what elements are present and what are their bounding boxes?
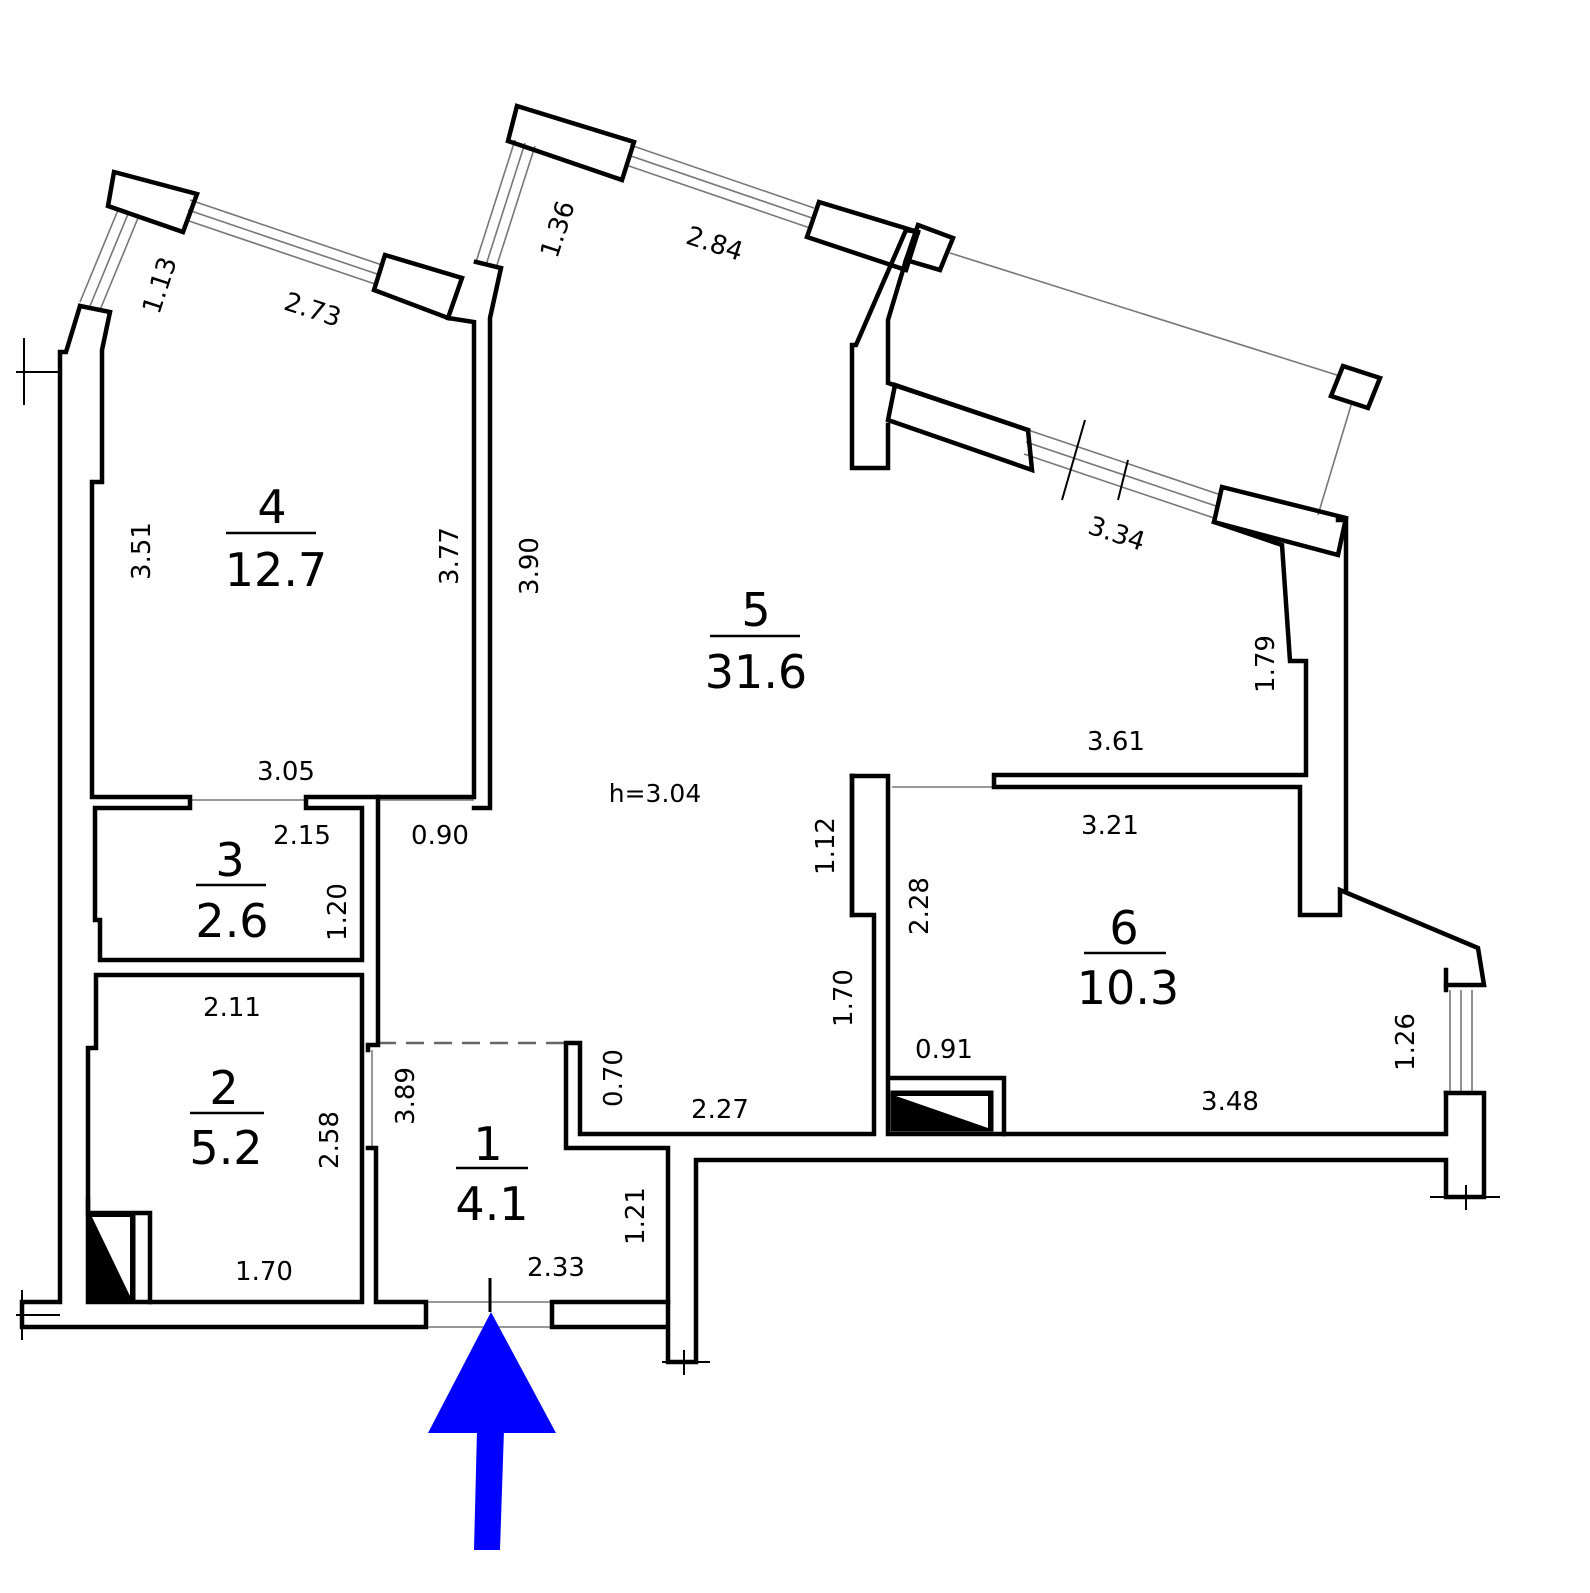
dim-room-6-shaft: 0.91 (915, 1035, 973, 1065)
dim-room-3-right: 1.20 (323, 883, 353, 941)
dim-room-1-bottom: 2.33 (527, 1253, 585, 1283)
pier-room-5-right (885, 382, 1035, 474)
wall-outer-right-upper (1335, 517, 1349, 893)
dim-room-6-top: 3.21 (1081, 811, 1139, 841)
room-6-number: 6 (1109, 901, 1138, 955)
room-4-label: 4 12.7 (225, 480, 327, 597)
dim-room-2-bottom: 1.70 (235, 1257, 293, 1287)
room-5-label: 5 31.6 (705, 583, 807, 699)
dim-room-4-bottom: 3.05 (257, 757, 315, 787)
room-3-area: 2.6 (195, 894, 268, 948)
ventilation-shaft-room-2-highlight (92, 1217, 130, 1296)
dim-room-5-lower: 1.70 (829, 969, 859, 1027)
room-1-number: 1 (473, 1117, 502, 1171)
room-6-label: 6 10.3 (1077, 901, 1179, 1015)
pier-room-4-right (371, 252, 465, 321)
dimensions: 1.13 2.73 1.36 2.84 3.51 3.77 3.90 3.34 … (127, 197, 1421, 1287)
dim-room-3-top: 2.15 (273, 821, 331, 851)
dim-room-4-left: 3.51 (127, 522, 157, 580)
ventilation-shaft-room-6-highlight (896, 1096, 988, 1128)
pier-room-4-left (105, 169, 200, 235)
window-room-4-top (185, 199, 383, 286)
dim-room-5-right: 1.79 (1251, 635, 1281, 693)
dim-room-4-window-top: 2.73 (280, 287, 344, 333)
ceiling-height-label: h=3.04 (609, 779, 701, 808)
wall-room-5-6-right (991, 519, 1487, 988)
walls (16, 103, 1500, 1375)
pier-room-5-mid (804, 199, 921, 273)
dim-room-5-window-left: 1.36 (535, 197, 581, 261)
room-1-area: 4.1 (455, 1177, 528, 1231)
room-3-label: 3 2.6 (195, 833, 268, 948)
wall-room-4-3-outline (77, 303, 381, 1053)
dim-hall-step: 0.70 (599, 1049, 629, 1107)
wall-room-5-niche (885, 257, 1031, 433)
dim-room-5-bottom-right: 3.61 (1087, 727, 1145, 757)
room-5-area: 31.6 (705, 645, 807, 699)
pier-balcony (903, 222, 956, 273)
room-6-area: 10.3 (1077, 961, 1179, 1015)
wall-room-6-left (849, 773, 1007, 1137)
room-5-number: 5 (741, 583, 770, 637)
window-room-4-left (79, 209, 139, 311)
room-2-label: 2 5.2 (189, 1061, 264, 1175)
dim-room-5-window-right: 3.34 (1084, 511, 1148, 557)
room-1-label: 1 4.1 (455, 1117, 528, 1231)
room-4-number: 4 (257, 480, 286, 534)
dim-room-5-pillar: 1.12 (811, 817, 841, 875)
room-2-number: 2 (209, 1061, 238, 1115)
dim-room-5-left: 3.90 (515, 537, 545, 595)
window-room-5-left (475, 139, 536, 269)
wall-room-4-right (375, 315, 477, 800)
window-room-5-right (1023, 419, 1219, 519)
windows (79, 139, 1473, 1328)
balcony-line-top (949, 252, 1341, 377)
dim-room-5-window-top: 2.84 (682, 221, 746, 267)
wall-room-5-bottom (563, 773, 877, 1305)
wall-room-6-bottom (1001, 1090, 1449, 1137)
dim-room-1-right: 1.21 (621, 1187, 651, 1245)
dim-room-6-window: 1.26 (1391, 1013, 1421, 1071)
window-room-6-right (1449, 990, 1473, 1093)
wall-room-5-left (471, 259, 504, 811)
window-room-5-top (625, 144, 815, 229)
dim-room-4-right: 3.77 (435, 527, 465, 585)
wall-room-2 (85, 972, 365, 1305)
balcony-line-side (1317, 401, 1353, 516)
dim-room-1-left: 3.89 (391, 1067, 421, 1125)
pier-room-5-left (505, 103, 637, 183)
wall-room-5-pillar (849, 227, 921, 471)
dim-room-4-window-left: 1.13 (137, 253, 183, 317)
dim-room-6-left: 2.28 (905, 877, 935, 935)
room-2-area: 5.2 (189, 1121, 262, 1175)
balcony-post (1328, 363, 1383, 411)
dim-room-4-door: 0.90 (411, 821, 469, 851)
dim-room-5-bottom: 2.27 (691, 1095, 749, 1125)
dim-room-6-bottom: 3.48 (1201, 1087, 1259, 1117)
room-labels: 4 12.7 5 31.6 3 2.6 6 10.3 2 5.2 1 4.1 (189, 480, 1179, 1231)
pier-room-5-far (1211, 484, 1349, 558)
room-4-area: 12.7 (225, 543, 327, 597)
dim-room-2-top: 2.11 (203, 993, 261, 1023)
dim-room-2-right: 2.58 (315, 1111, 345, 1169)
room-3-number: 3 (215, 833, 244, 887)
entrance-arrow-icon (428, 1278, 556, 1550)
wall-outer-bottom-right (549, 1090, 1487, 1365)
